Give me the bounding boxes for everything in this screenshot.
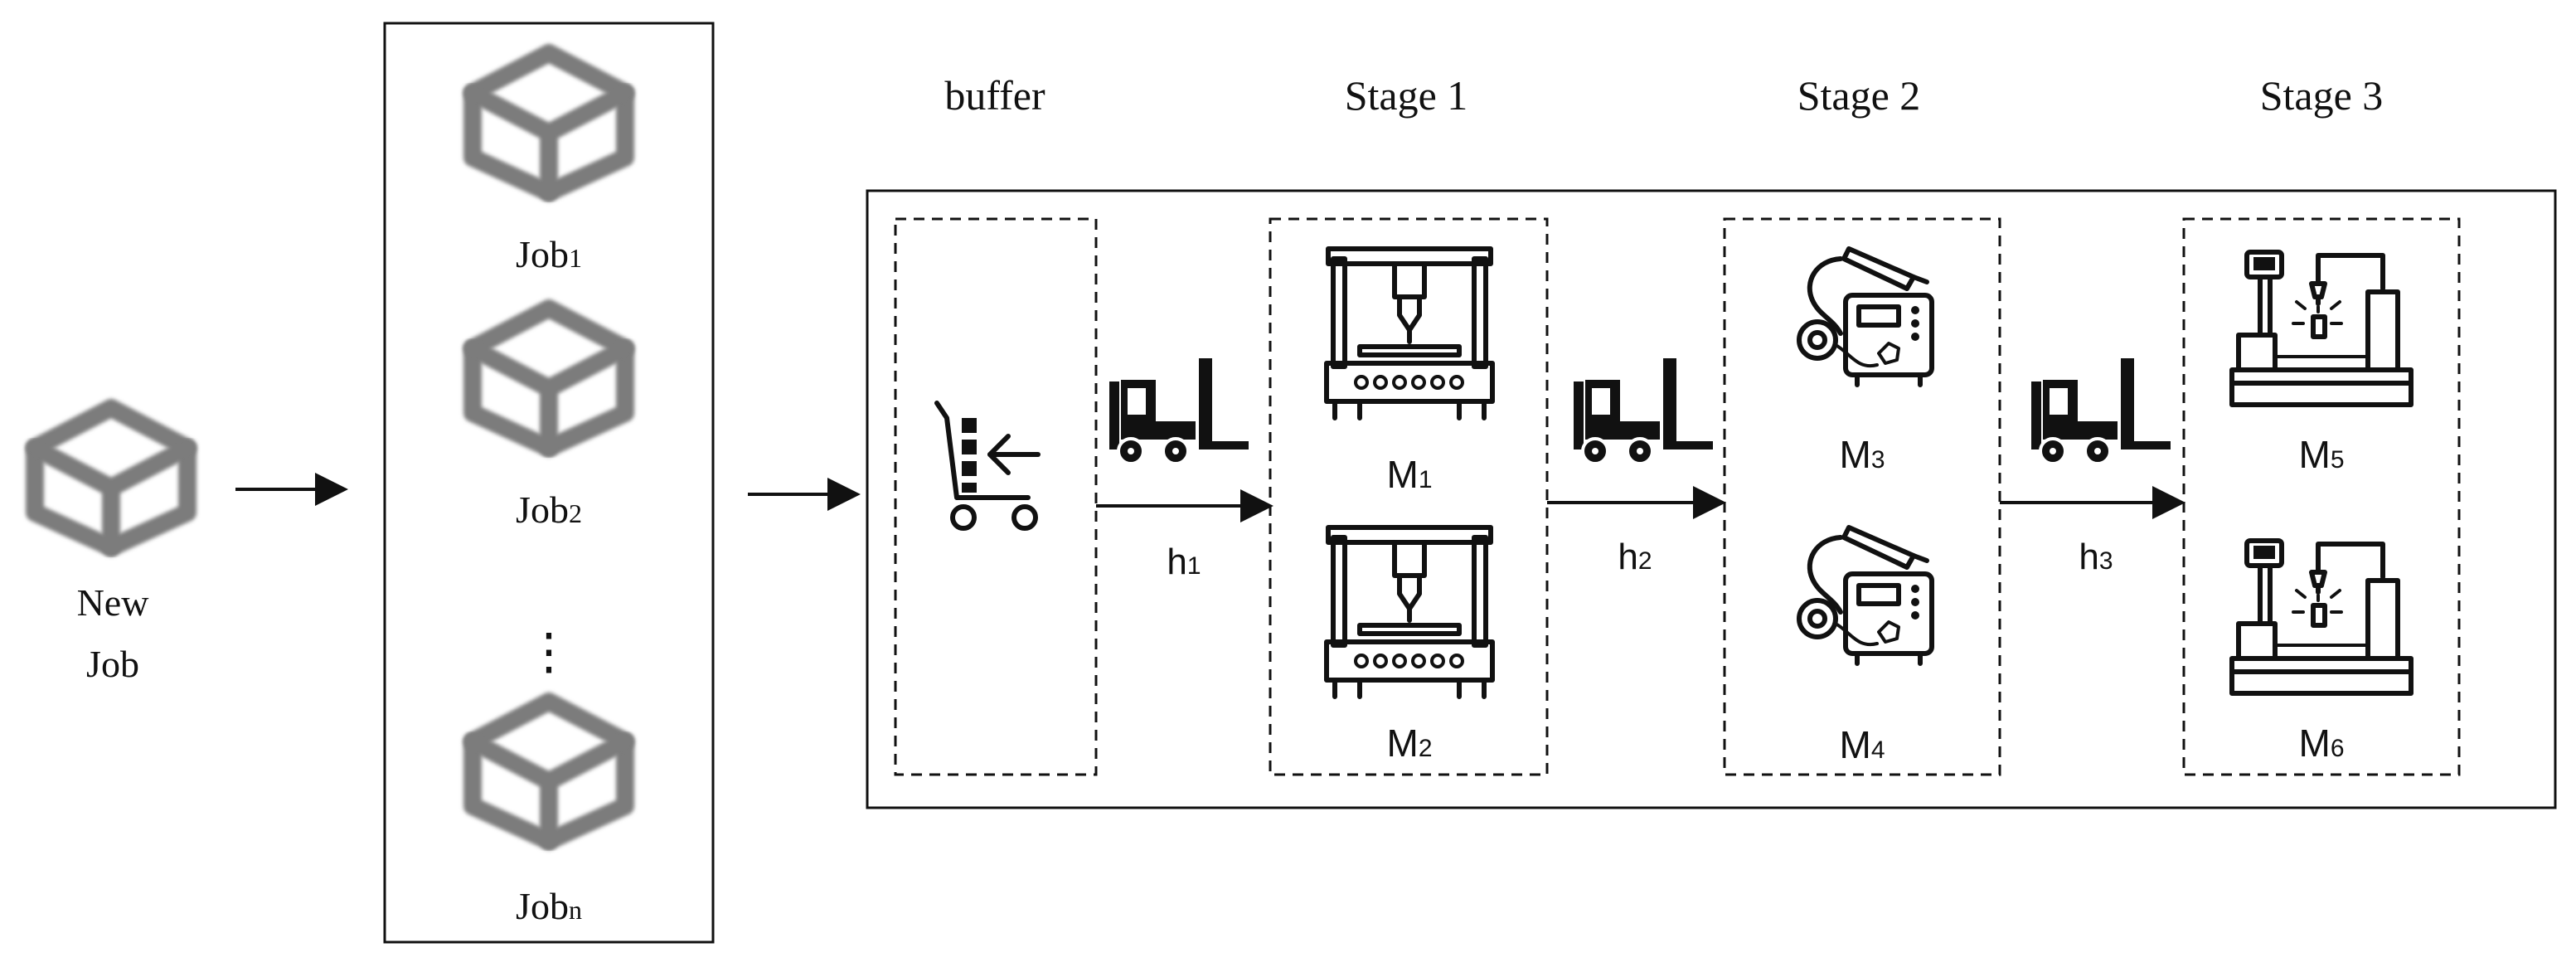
machine-m4-label: M4 — [1839, 723, 1885, 766]
new-job-label-line1: New — [77, 581, 150, 624]
forklift-icon-h3 — [2030, 357, 2172, 465]
shop-floor-box — [866, 189, 2557, 809]
jobn-label: Jobn — [516, 885, 582, 927]
job1-cube-icon — [473, 53, 625, 192]
m5-assembly-machine-icon — [2232, 252, 2411, 405]
header-stage1: Stage 1 — [1345, 72, 1468, 119]
machine-m1-label: M1 — [1386, 453, 1432, 496]
transport-h1-label: h1 — [1167, 542, 1201, 582]
m4-welding-machine-icon — [1799, 527, 1932, 663]
machine-m6-label: M6 — [2298, 722, 2344, 765]
transport-h2-label: h2 — [1618, 537, 1652, 577]
buffer-zone — [894, 217, 1098, 776]
machine-m3-label: M3 — [1839, 433, 1885, 476]
job2-label: Job2 — [516, 488, 582, 531]
header-stage3: Stage 3 — [2260, 72, 2384, 119]
jobn-cube-icon — [473, 702, 625, 841]
machine-m2-label: M2 — [1386, 722, 1432, 765]
forklift-icon-h1 — [1108, 357, 1250, 465]
new-job-label-line2: Job — [86, 643, 139, 685]
m6-assembly-machine-icon — [2232, 541, 2411, 693]
job-queue-box — [383, 22, 715, 944]
cart-loading-icon — [937, 403, 1038, 528]
new-job-cube-icon — [35, 408, 187, 547]
stage3-zone — [2182, 217, 2461, 776]
machine-m5-label: M5 — [2298, 433, 2344, 476]
m3-welding-machine-icon — [1799, 249, 1932, 385]
job2-cube-icon — [473, 309, 625, 448]
job1-label: Job1 — [516, 233, 582, 275]
m1-cnc-machine-icon — [1327, 249, 1492, 418]
stage1-zone — [1269, 217, 1549, 776]
forklift-icon-h2 — [1572, 357, 1715, 465]
job-queue-ellipsis: ⋮ — [524, 624, 574, 679]
m2-cnc-machine-icon — [1327, 527, 1492, 697]
transport-h3-label: h3 — [2079, 537, 2113, 577]
header-buffer: buffer — [944, 72, 1045, 119]
header-stage2: Stage 2 — [1797, 72, 1921, 119]
stage2-zone — [1723, 217, 2001, 776]
